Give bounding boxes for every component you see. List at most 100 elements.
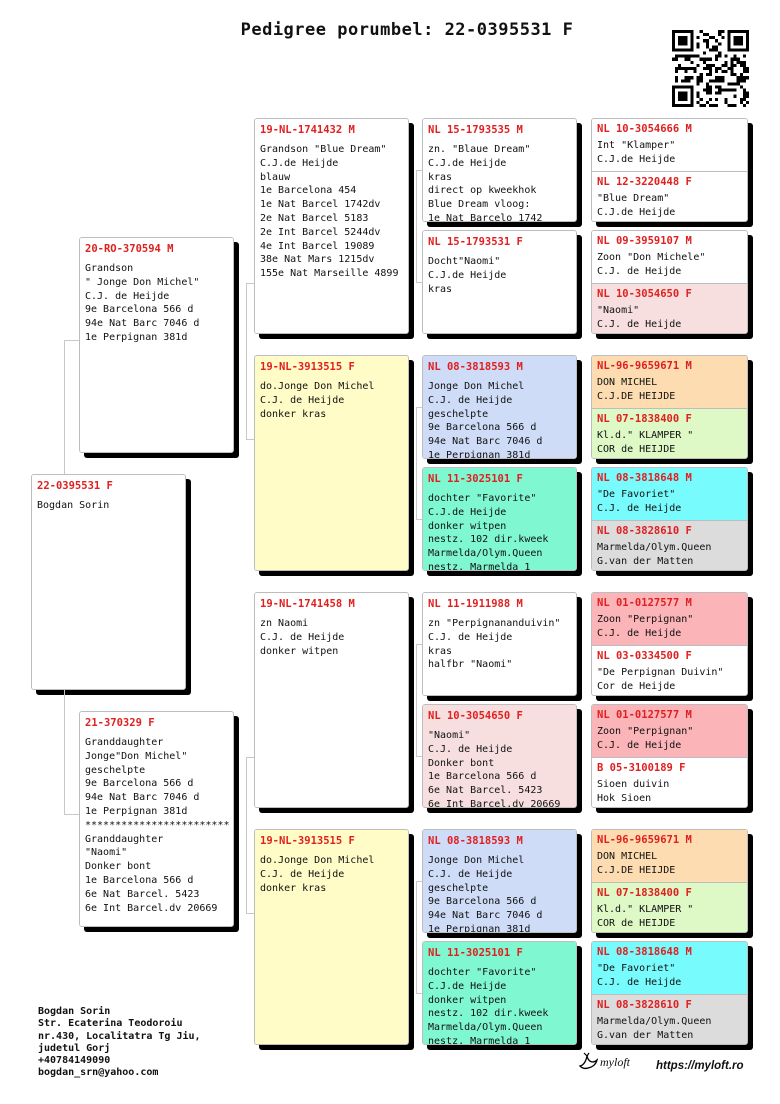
pigeon-detail-line: C.J.de Heijde bbox=[597, 206, 676, 218]
pigeon-detail-line: donker kras bbox=[260, 408, 327, 420]
pigeon-detail-line: "De Favoriet" bbox=[597, 963, 676, 974]
pigeon-detail-line: C.J.de Heijde bbox=[597, 153, 676, 165]
pigeon-detail-line: 94e Nat Barc 7046 d bbox=[85, 318, 200, 330]
pigeon-detail-line: zn "Perpignananduivin" bbox=[428, 618, 561, 629]
pigeon-detail-line: 38e Nat Mars 1215dv bbox=[260, 254, 375, 266]
pigeon-detail-line: C.J. de Heijde bbox=[597, 627, 682, 639]
ring-number: NL 08-3818593 M bbox=[428, 361, 523, 373]
pigeon-detail-line: 1e Nat Barcel 1742dv bbox=[260, 199, 381, 211]
pigeon-detail-line: 1e Perpignan 381d bbox=[428, 923, 531, 933]
pigeon-entry: NL-96-9659671 M DON MICHEL C.J.DE HEIJDE bbox=[592, 830, 747, 882]
owner-email: bogdan_srn@yahoo.com bbox=[38, 1067, 159, 1079]
connector-line bbox=[416, 881, 417, 993]
owner-name: Bogdan Sorin bbox=[38, 1006, 111, 1017]
ring-number: NL 10-3054666 M bbox=[597, 123, 692, 135]
page-title: Pedigree porumbel: 22-0395531 F bbox=[240, 20, 574, 40]
connector-line bbox=[246, 283, 247, 439]
pigeon-detail-line: C.J. de Heijde bbox=[85, 290, 170, 302]
pigeon-detail-line: Sioen duivin bbox=[597, 779, 670, 790]
pigeon-detail-line: Jonge"Don Michel" bbox=[85, 750, 188, 762]
pigeon-entry: NL 10-3054650 F"Naomi"C.J. de Heijde bbox=[592, 283, 747, 333]
connector-line bbox=[416, 756, 422, 757]
pigeon-detail-line: C.J. de Heijde bbox=[597, 265, 682, 277]
connector-line bbox=[416, 644, 422, 645]
pigeon-detail-line: " Jonge Don Michel" bbox=[85, 276, 200, 288]
pigeon-detail-line: 9e Barcelona 566 d bbox=[428, 896, 537, 908]
pigeon-detail-line: direct op kweekhok bbox=[428, 185, 537, 197]
pigeon-detail-line: halfbr "Naomi" bbox=[428, 659, 513, 671]
pigeon-detail-line: C.J. de Heijde bbox=[597, 739, 682, 751]
pigeon-detail-line: 1e Barcelona 566 d bbox=[85, 874, 194, 886]
connector-line bbox=[64, 690, 65, 814]
ring-number: NL 11-3025101 F bbox=[428, 947, 523, 959]
ring-number: 20-RO-370594 M bbox=[85, 243, 174, 255]
pigeon-detail-line: Donker bont bbox=[428, 757, 495, 769]
pigeon-detail-line: ************************ bbox=[85, 819, 230, 831]
pigeon-detail-line: DON MICHEL bbox=[597, 851, 658, 862]
pigeon-detail-line: dochter "Favorite" bbox=[428, 967, 537, 978]
pigeon-detail-line: Docht"Naomi" bbox=[428, 256, 501, 267]
ring-number: NL 15-1793531 F bbox=[428, 236, 523, 248]
connector-line bbox=[416, 407, 417, 519]
pigeon-entry: NL 07-1838400 F Kl.d." KLAMPER " COR de HE… bbox=[592, 882, 747, 932]
pigeon-detail-line: 2e Int Barcel 5244dv bbox=[260, 226, 381, 238]
pigeon-detail-line: C.J. de Heijde bbox=[428, 868, 513, 880]
ring-number: 19-NL-1741458 M bbox=[260, 598, 355, 610]
pigeon-detail-line: COR de HEIJDE bbox=[597, 917, 676, 929]
pigeon-detail-line: 1e Perpignan 381d bbox=[85, 805, 188, 817]
pigeon-detail-line: donker witpen bbox=[260, 645, 339, 657]
owner-county: judetul Gorj bbox=[38, 1042, 111, 1054]
website-link[interactable]: https://myloft.ro bbox=[656, 1060, 744, 1072]
pigeon-entry: NL 15-1793531 F Docht"Naomi" C.J.de Heijde… bbox=[423, 231, 576, 333]
pigeon-detail-line: Kl.d." KLAMPER " bbox=[597, 904, 694, 915]
connector-line bbox=[416, 644, 417, 756]
pigeon-detail-line: Zoon "Perpignan" bbox=[597, 726, 694, 737]
pigeon-card: NL 08-3818648 M"De Favoriet"C.J. de Heij… bbox=[591, 941, 748, 1045]
pigeon-detail-line: "Blue Dream" bbox=[597, 193, 670, 204]
pigeon-entry: NL 03-0334500 F"De Perpignan Duivin"Cor … bbox=[592, 645, 747, 695]
connector-line bbox=[64, 814, 79, 815]
ring-number: 21-370329 F bbox=[85, 717, 155, 729]
connector-line bbox=[246, 439, 254, 440]
pigeon-detail-line: geschelpte bbox=[428, 408, 489, 420]
ring-number: NL 08-3818648 M bbox=[597, 472, 692, 484]
pigeon-detail-line: 9e Barcelona 566 d bbox=[85, 304, 194, 316]
ring-number: NL 10-3054650 F bbox=[597, 288, 692, 300]
pigeon-detail-line: "Naomi" bbox=[85, 847, 128, 859]
ring-number: NL 07-1838400 F bbox=[597, 887, 692, 899]
connector-line bbox=[246, 757, 247, 913]
pigeon-detail-line: Cor de Heijde bbox=[597, 680, 676, 692]
connector-line bbox=[416, 993, 422, 994]
pigeon-detail-line: 4e Int Barcel 19089 bbox=[260, 240, 375, 252]
pigeon-detail-line: nestz. Marmelda 1 bbox=[428, 561, 531, 571]
pigeon-detail-line: donker witpen bbox=[428, 994, 507, 1006]
pigeon-detail-line: Granddaughter bbox=[85, 737, 164, 748]
owner-phone: +40784149090 bbox=[38, 1055, 111, 1067]
pigeon-detail-line: kras bbox=[428, 283, 453, 295]
pigeon-detail-line: Marmelda/Olym.Queen bbox=[428, 548, 543, 560]
ring-number: NL-96-9659671 M bbox=[597, 834, 692, 846]
pigeon-detail-line: DON MICHEL bbox=[597, 377, 658, 388]
ring-number: NL 11-1911988 M bbox=[428, 598, 523, 610]
pigeon-detail-line: C.J. de Heijde bbox=[597, 976, 682, 988]
pigeon-detail-line: C.J. de Heijde bbox=[428, 394, 513, 406]
pigeon-detail-line: C.J.DE HEIJDE bbox=[597, 864, 676, 876]
pigeon-detail-line: C.J.de Heijde bbox=[428, 269, 507, 281]
